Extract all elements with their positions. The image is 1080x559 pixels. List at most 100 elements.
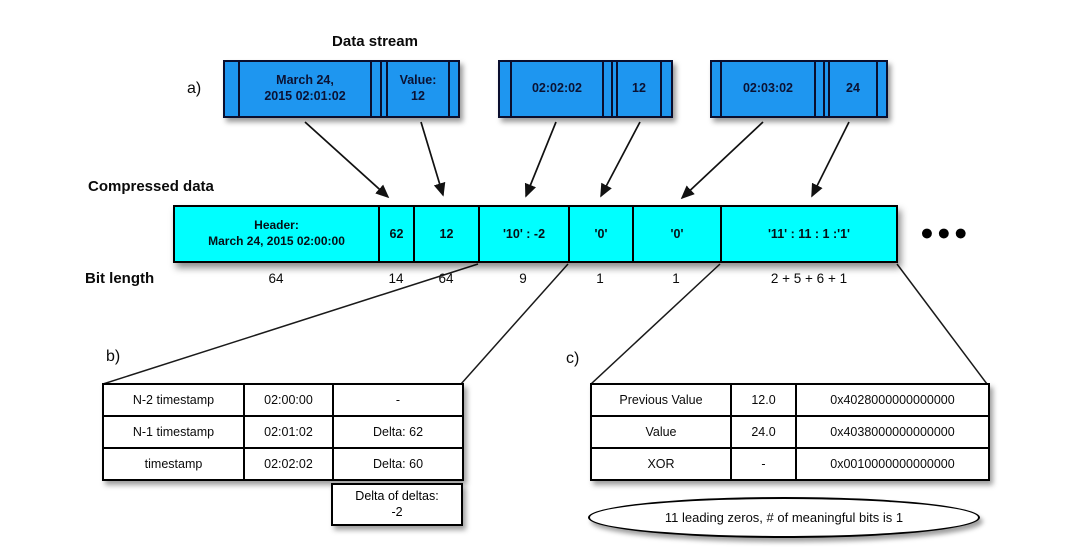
record2-timestamp: 02:02:02 [531, 81, 583, 96]
record1-edge-cell [225, 62, 240, 116]
label-a: a) [187, 80, 202, 97]
delta-of-deltas-line1: Delta of deltas: [355, 488, 439, 503]
bitlen-xor: 2 + 5 + 6 + 1 [770, 271, 848, 286]
table-row: timestamp 02:02:02 Delta: 60 [102, 447, 464, 481]
record2-edge-cell [500, 62, 512, 116]
tc-r3c1: XOR [590, 447, 732, 481]
segment-xor-bits: '11' : 11 : 1 :'1' [722, 207, 896, 261]
table-row: N-1 timestamp 02:01:02 Delta: 62 [102, 415, 464, 449]
bitlen-zero1: 1 [596, 271, 604, 286]
segment-delta-62-text: 62 [389, 226, 404, 241]
table-row: XOR - 0x0010000000000000 [590, 447, 990, 481]
zoom-line-b-left [102, 263, 479, 385]
segment-value-12-text: 12 [439, 226, 454, 241]
tc-r2c3: 0x4038000000000000 [795, 415, 990, 449]
table-row: Previous Value 12.0 0x4028000000000000 [590, 383, 990, 417]
ellipsis-dots: ●●● [920, 219, 971, 245]
tb-r2c1: N-1 timestamp [102, 415, 245, 449]
record2-timestamp-cell: 02:02:02 [512, 62, 604, 116]
stream-record-1: March 24, 2015 02:01:02 Value: 12 [223, 60, 460, 118]
bitlen-delta: 14 [388, 271, 404, 286]
record3-double-divider [825, 62, 830, 116]
record3-timestamp: 02:03:02 [742, 81, 794, 96]
record3-thin-cell [816, 62, 825, 116]
tc-r3c2: - [730, 447, 797, 481]
record1-value-line1: Value: [399, 73, 437, 88]
record2-edge-cell-end [662, 62, 671, 116]
record3-value: 24 [846, 81, 860, 96]
segment-header-line1: Header: [254, 218, 299, 233]
segment-dod-minus2: '10' : -2 [480, 207, 570, 261]
record2-value-cell: 12 [618, 62, 662, 116]
record1-timestamp-line1: March 24, [276, 73, 334, 88]
record2-double-divider [613, 62, 618, 116]
segment-header-line2: March 24, 2015 02:00:00 [208, 234, 345, 248]
compressed-data-bar: Header: March 24, 2015 02:00:00 62 12 '1… [173, 205, 898, 263]
segment-header: Header: March 24, 2015 02:00:00 [175, 207, 380, 261]
arrow-value3-to-11seg [811, 121, 850, 198]
bitlen-header: 64 [268, 271, 284, 286]
segment-xor-bits-text: '11' : 11 : 1 :'1' [767, 226, 851, 241]
arrow-timestamp2-to-10seg [524, 121, 557, 198]
segment-delta-62: 62 [380, 207, 415, 261]
tb-r1c1: N-2 timestamp [102, 383, 245, 417]
record3-value-cell: 24 [830, 62, 878, 116]
segment-zero-2-text: '0' [670, 226, 684, 241]
segment-zero-2: '0' [634, 207, 722, 261]
record1-timestamp-cell: March 24, 2015 02:01:02 [240, 62, 372, 116]
record1-timestamp-line2: 2015 02:01:02 [264, 89, 346, 103]
record1-edge-cell-end [450, 62, 458, 116]
segment-value-12: 12 [415, 207, 480, 261]
tb-r2c2: 02:01:02 [243, 415, 334, 449]
tb-r3c2: 02:02:02 [243, 447, 334, 481]
arrow-value1-to-12 [420, 121, 446, 197]
record2-value: 12 [632, 81, 646, 96]
tc-r1c1: Previous Value [590, 383, 732, 417]
tb-r1c2: 02:00:00 [243, 383, 334, 417]
leading-zeros-note: 11 leading zeros, # of meaningful bits i… [588, 497, 980, 538]
record3-edge-cell [712, 62, 722, 116]
tc-r1c3: 0x4028000000000000 [795, 383, 990, 417]
zoom-line-c-right [896, 263, 988, 385]
tc-r1c2: 12.0 [730, 383, 797, 417]
data-stream-title: Data stream [332, 33, 418, 50]
timestamp-delta-table: N-2 timestamp 02:00:00 - N-1 timestamp 0… [102, 383, 464, 481]
label-c: c) [566, 350, 580, 367]
segment-zero-1-text: '0' [594, 226, 608, 241]
record2-thin-cell [604, 62, 613, 116]
zoom-line-b-right [460, 263, 569, 385]
delta-of-deltas-cell: Delta of deltas: -2 [331, 483, 463, 526]
arrow-timestamp1-to-delta [304, 121, 390, 199]
zoom-line-c-left [590, 263, 721, 385]
record1-value-cell: Value: 12 [388, 62, 450, 116]
compressed-data-label: Compressed data [88, 178, 214, 195]
arrow-timestamp3-to-0seg [680, 121, 764, 200]
table-row: Value 24.0 0x4038000000000000 [590, 415, 990, 449]
tb-r3c3: Delta: 60 [332, 447, 464, 481]
xor-value-table: Previous Value 12.0 0x4028000000000000 V… [590, 383, 990, 481]
label-b: b) [106, 348, 121, 365]
stream-record-2: 02:02:02 12 [498, 60, 673, 118]
tb-r3c1: timestamp [102, 447, 245, 481]
stream-record-3: 02:03:02 24 [710, 60, 888, 118]
table-row: N-2 timestamp 02:00:00 - [102, 383, 464, 417]
arrow-value2-to-0seg [600, 121, 641, 198]
record1-value-line2: 12 [411, 89, 425, 103]
record1-thin-cell [372, 62, 382, 116]
tb-r2c3: Delta: 62 [332, 415, 464, 449]
segment-dod-minus2-text: '10' : -2 [502, 226, 546, 241]
record3-edge-cell-end [878, 62, 886, 116]
bit-length-label: Bit length [85, 270, 155, 287]
bitlen-dod: 9 [519, 271, 527, 286]
tc-r3c3: 0x0010000000000000 [795, 447, 990, 481]
delta-of-deltas-line2: -2 [391, 504, 403, 519]
record1-double-divider [382, 62, 388, 116]
tb-r1c3: - [332, 383, 464, 417]
bitlen-zero2: 1 [672, 271, 680, 286]
tc-r2c2: 24.0 [730, 415, 797, 449]
tc-r2c1: Value [590, 415, 732, 449]
segment-zero-1: '0' [570, 207, 634, 261]
record3-timestamp-cell: 02:03:02 [722, 62, 816, 116]
